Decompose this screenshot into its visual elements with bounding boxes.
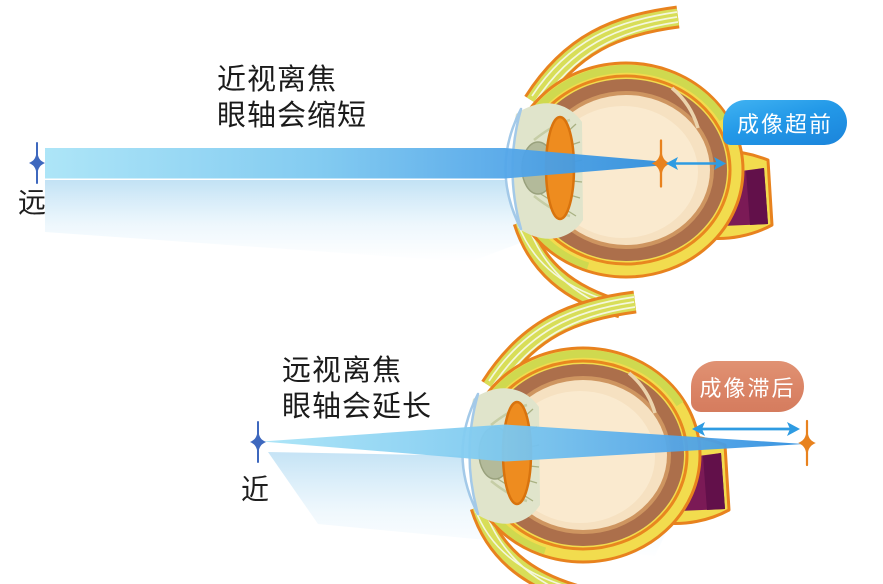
badge-image-behind: 成像滞后 (691, 361, 804, 412)
eye-illustration-top (476, 10, 786, 340)
caption-myopic-line2: 眼轴会缩短 (217, 100, 368, 132)
badge-image-behind-label: 成像滞后 (699, 375, 796, 401)
near-point-label: 近 (241, 474, 270, 505)
near-point-sparkle-icon (249, 421, 267, 463)
caption-hyperopic-defocus: 远视离焦 眼轴会延长 (282, 353, 432, 425)
eye-illustration-bottom (433, 295, 743, 584)
caption-hyperopic-line2: 眼轴会延长 (282, 391, 433, 423)
far-point-label: 远 (18, 187, 47, 218)
badge-image-ahead: 成像超前 (723, 100, 847, 145)
focus-point-sparkle-icon-bottom (797, 419, 817, 467)
badge-image-ahead-label: 成像超前 (736, 111, 833, 137)
caption-myopic-defocus: 近视离焦 眼轴会缩短 (217, 62, 367, 134)
far-point-sparkle-icon (28, 142, 46, 184)
caption-hyperopic-line1: 远视离焦 (282, 355, 403, 387)
caption-myopic-line1: 近视离焦 (217, 64, 338, 96)
